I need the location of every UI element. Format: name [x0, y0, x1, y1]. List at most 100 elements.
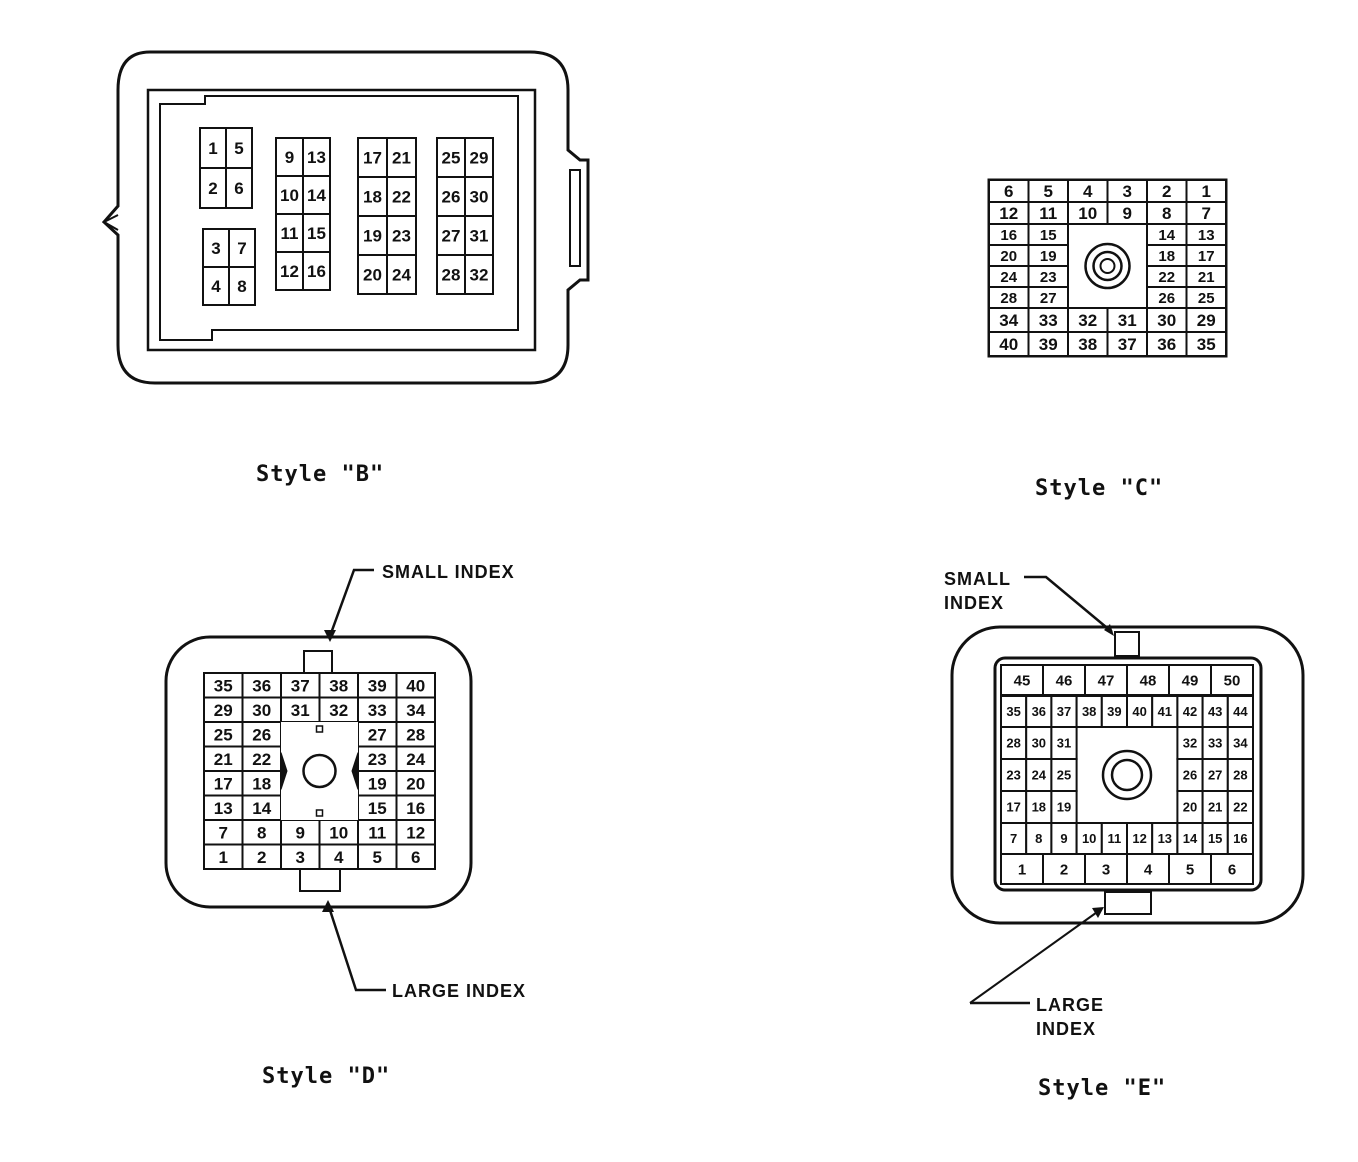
style-d-pin-18-label: 18	[252, 774, 271, 793]
style-e-pin-48-label: 48	[1140, 672, 1157, 689]
style-b-pin-26-label: 26	[442, 188, 461, 207]
style-b-housing	[101, 50, 590, 385]
style-b-pin-30-label: 30	[470, 188, 489, 207]
style-e-right-pin-26-label: 26	[1183, 768, 1197, 783]
style-c-pin-12-label: 12	[999, 204, 1018, 223]
style-b-pin-5-cell	[225, 127, 253, 169]
style-e-row6-pin-8-cell	[1025, 822, 1053, 855]
style-c-pin-20-label: 20	[1000, 248, 1017, 265]
style-c-pin-22-label: 22	[1158, 269, 1175, 286]
style-e-row6-pin-8-label: 8	[1035, 831, 1042, 846]
style-b-pin-19-label: 19	[363, 227, 382, 246]
style-b-pin-10-label: 10	[280, 186, 299, 205]
style-e-right-pin-21-label: 21	[1208, 800, 1222, 815]
style-c-pin-33-label: 33	[1039, 311, 1058, 330]
style-b-pin-9-label: 9	[285, 148, 294, 167]
style-e-left-pin-31-label: 31	[1057, 736, 1071, 751]
style-e-pin-4-label: 4	[1144, 861, 1153, 878]
style-b-inner-recess	[159, 95, 519, 341]
style-c-pin-19-label: 19	[1040, 248, 1057, 265]
style-b-pin-32-label: 32	[470, 266, 489, 285]
style-e-right-pin-20-label: 20	[1183, 800, 1197, 815]
style-d-large-index-arrow	[322, 900, 334, 912]
style-d-pin-12-cell	[395, 819, 436, 846]
style-b-pin-7-label: 7	[237, 239, 246, 258]
style-b-pin-16-cell	[302, 251, 331, 291]
style-c-pin-6-label: 6	[1004, 182, 1013, 201]
style-e-left-pin-24-label: 24	[1032, 768, 1047, 783]
style-d-small-index-label: SMALL INDEX	[382, 562, 515, 582]
style-b-pin-16-label: 16	[307, 262, 326, 281]
style-d-housing	[164, 635, 473, 909]
style-c-pin-31-label: 31	[1118, 311, 1137, 330]
style-e-pin-4-cell	[1126, 853, 1170, 885]
style-d-pin-19-cell	[357, 770, 398, 797]
style-c-pin-8-label: 8	[1162, 204, 1171, 223]
style-d-pin-4-label: 4	[334, 848, 344, 867]
style-c-pin-4-label: 4	[1083, 182, 1093, 201]
style-b-pin-24-cell	[386, 254, 417, 295]
style-b-pin-29-cell	[464, 137, 494, 178]
style-d-pin-24-label: 24	[406, 750, 425, 769]
style-e-left-pin-28-label: 28	[1006, 736, 1020, 751]
style-b-pin-13-label: 13	[307, 148, 326, 167]
style-d-pin-40-label: 40	[406, 676, 425, 695]
style-c-pin-24-label: 24	[1000, 269, 1017, 286]
style-c-pin-32-label: 32	[1078, 311, 1097, 330]
style-d-large-index-label: LARGE INDEX	[392, 981, 527, 1001]
style-e-pin-6-cell	[1210, 853, 1254, 885]
style-d-pin-1-label: 1	[219, 848, 228, 867]
style-d-pin-36-cell	[241, 672, 282, 699]
style-e-row2-pin-38-label: 38	[1082, 704, 1096, 719]
style-d-pin-6-cell	[395, 843, 436, 870]
style-c-pin-15-label: 15	[1040, 227, 1057, 244]
style-e-left-pin-18-label: 18	[1032, 800, 1046, 815]
style-b-pin-2-cell	[199, 167, 227, 209]
style-e-row6-pin-11-label: 11	[1108, 831, 1122, 846]
style-b-pin-22-label: 22	[392, 188, 411, 207]
style-d-pin-21-label: 21	[214, 750, 233, 769]
style-c-caption: Style "C"	[1035, 476, 1164, 501]
style-d-pin-10-label: 10	[329, 823, 348, 842]
style-e-row6-pin-9-label: 9	[1060, 831, 1067, 846]
style-d-center-key-top	[315, 725, 324, 733]
style-d-right-latch	[351, 752, 359, 790]
style-c-pin-9-label: 9	[1123, 204, 1132, 223]
style-e-row6-pin-7-label: 7	[1010, 831, 1017, 846]
style-e-small-index-label: SMALL INDEX	[944, 569, 1011, 613]
style-d-pin-9-label: 9	[296, 823, 305, 842]
style-c-pin-21-label: 21	[1198, 269, 1215, 286]
style-e-right-pin-22-cell	[1226, 790, 1255, 824]
style-e-pin-48-cell	[1126, 664, 1170, 696]
style-c-pin-14-label: 14	[1158, 227, 1175, 244]
style-e-row2-pin-44-cell	[1226, 695, 1255, 728]
style-b-pin-23-label: 23	[392, 227, 411, 246]
style-d-pin-33-label: 33	[368, 701, 387, 720]
style-b-pin-25-cell	[436, 137, 466, 178]
style-d-pin-28-cell	[395, 721, 436, 748]
style-c-pin-35-cell	[1185, 331, 1227, 357]
style-d-pin-3-label: 3	[296, 848, 305, 867]
style-c-pin-35-label: 35	[1197, 335, 1216, 354]
style-d-caption: Style "D"	[262, 1064, 391, 1089]
style-d-pin-8-label: 8	[257, 823, 266, 842]
style-d-pin-29-label: 29	[214, 701, 233, 720]
style-e-pin-49-cell	[1168, 664, 1212, 696]
style-d-pin-30-label: 30	[252, 701, 271, 720]
style-d-small-index	[303, 650, 333, 674]
style-d-pin-25-cell	[203, 721, 244, 748]
style-e-row6-pin-14-label: 14	[1183, 831, 1198, 846]
style-e-pin-49-label: 49	[1182, 672, 1199, 689]
style-b-pin-6-cell	[225, 167, 253, 209]
style-c-pin-30-label: 30	[1157, 311, 1176, 330]
style-e-pin-45-label: 45	[1014, 672, 1031, 689]
style-e-right-pin-22-label: 22	[1233, 800, 1247, 815]
style-d-pin-5-cell	[357, 843, 398, 870]
style-c-pin-13-label: 13	[1198, 227, 1215, 244]
style-b-key-notch	[101, 214, 119, 231]
style-e-row2-pin-44-label: 44	[1233, 704, 1248, 719]
style-e-row2-pin-35-label: 35	[1006, 704, 1020, 719]
style-b-pin-30-cell	[464, 176, 494, 217]
style-e-right-pin-28-label: 28	[1233, 768, 1247, 783]
style-e-row6-pin-16-cell	[1226, 822, 1255, 855]
